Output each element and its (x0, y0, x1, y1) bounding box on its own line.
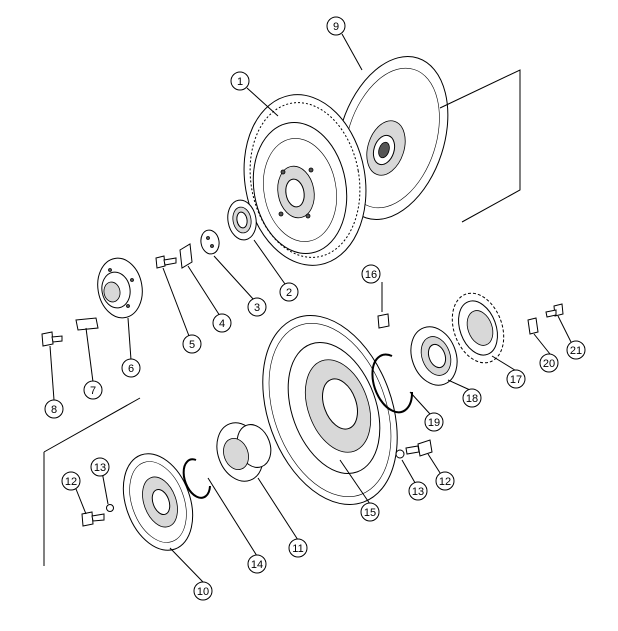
part-2-bearing (227, 199, 257, 241)
svg-text:19: 19 (428, 417, 440, 429)
svg-text:6: 6 (128, 363, 134, 375)
svg-text:7: 7 (90, 385, 96, 397)
part-7-plate (75, 317, 99, 331)
part-5-bolt (155, 255, 177, 269)
callout-8: 8 (44, 399, 64, 419)
part-8-bolt (41, 331, 63, 347)
svg-text:20: 20 (543, 358, 555, 370)
svg-text:17: 17 (510, 374, 522, 386)
part-15-housing (262, 315, 398, 505)
part-12-13-right-bolt-washer (395, 439, 433, 459)
callout-12-right: 12 (435, 471, 455, 491)
svg-text:3: 3 (254, 302, 260, 314)
callout-5: 5 (182, 334, 202, 354)
part-18-bearing (410, 326, 458, 386)
part-10-impeller (43, 397, 194, 566)
callout-6: 6 (121, 358, 141, 378)
svg-text:15: 15 (364, 507, 376, 519)
svg-text:11: 11 (292, 543, 303, 555)
callout-12-left: 12 (61, 471, 81, 491)
callouts: 1 2 3 4 5 6 7 8 9 10 11 12 12 13 13 14 1… (44, 16, 586, 601)
svg-text:9: 9 (333, 21, 339, 33)
part-1-ring-gear-flywheel (243, 94, 367, 266)
svg-text:1: 1 (237, 76, 243, 88)
part-16-fitting (377, 313, 390, 329)
svg-text:12: 12 (439, 476, 451, 488)
part-11-coupling-hub (216, 422, 272, 482)
callout-19: 19 (424, 412, 444, 432)
callout-4: 4 (212, 313, 232, 333)
svg-text:8: 8 (51, 404, 57, 416)
callout-2: 2 (279, 282, 299, 302)
callout-13-right: 13 (408, 481, 428, 501)
callout-13-left: 13 (90, 457, 110, 477)
part-3-flange-plate (200, 229, 220, 255)
callout-15: 15 (360, 502, 380, 522)
callout-10: 10 (193, 581, 213, 601)
callout-11: 11 (288, 538, 308, 558)
svg-text:18: 18 (466, 393, 478, 405)
svg-text:14: 14 (251, 559, 263, 571)
part-4-lock-tab (179, 243, 193, 269)
callout-17: 17 (506, 369, 526, 389)
callout-3: 3 (247, 297, 267, 317)
part-17-gear-ring (451, 292, 505, 364)
svg-text:2: 2 (286, 287, 292, 299)
part-14-snap-ring (182, 458, 211, 499)
svg-text:21: 21 (570, 345, 582, 357)
svg-text:5: 5 (189, 339, 195, 351)
part-12-13-left-bolt-washer (81, 504, 114, 527)
part-19-snap-ring (371, 353, 414, 414)
callout-9: 9 (326, 16, 346, 36)
callout-7: 7 (83, 380, 103, 400)
callout-16: 16 (361, 264, 381, 284)
part-21-bolt (545, 303, 564, 318)
callout-18: 18 (462, 388, 482, 408)
leader-lines (49, 33, 573, 583)
svg-text:12: 12 (65, 476, 77, 488)
callout-1: 1 (230, 71, 250, 91)
callout-21: 21 (566, 340, 586, 360)
callout-20: 20 (539, 353, 559, 373)
part-6-hub-flange (97, 257, 143, 319)
svg-text:13: 13 (412, 486, 424, 498)
callout-14: 14 (247, 554, 267, 574)
svg-text:4: 4 (219, 318, 225, 330)
svg-text:13: 13 (94, 462, 106, 474)
svg-text:16: 16 (365, 269, 377, 281)
part-20-tab (527, 317, 539, 335)
svg-text:10: 10 (197, 586, 209, 598)
